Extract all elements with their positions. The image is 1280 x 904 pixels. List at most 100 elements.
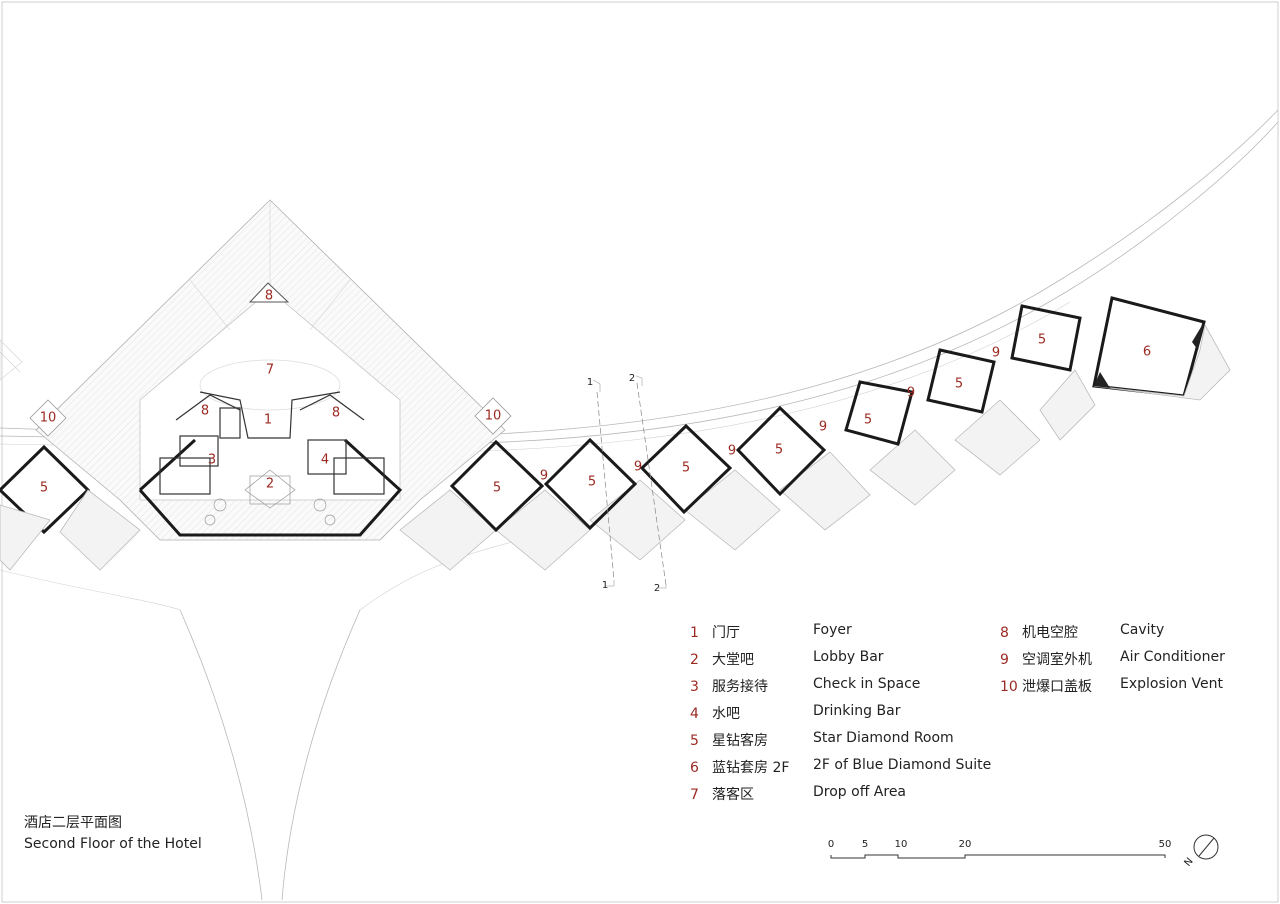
- label-room-5: 5: [864, 413, 872, 428]
- scale-tick-10: 10: [895, 839, 908, 850]
- legend-item: 4 水吧 Drinking Bar: [690, 703, 900, 723]
- legend-cn: 水吧: [712, 706, 740, 722]
- label-drop-off: 7: [266, 363, 274, 378]
- legend-num: 2: [690, 652, 699, 668]
- room-left: [0, 444, 91, 535]
- label-vent-right: 10: [485, 409, 502, 424]
- section-mark-b-bottom: 2: [654, 583, 660, 594]
- label-room-2: 5: [588, 475, 596, 490]
- vent-left: [29, 399, 67, 437]
- room-6: [926, 348, 996, 414]
- label-ac-5: 9: [907, 386, 915, 401]
- north-arrow-icon: N: [1182, 834, 1219, 869]
- label-lobby-bar: 2: [266, 477, 274, 492]
- legend-item: 6 蓝钻套房 2F 2F of Blue Diamond Suite: [690, 757, 991, 777]
- section-mark-a-bottom: 1: [602, 580, 608, 591]
- label-check-in: 3: [208, 453, 216, 468]
- section-line-a: [596, 391, 615, 581]
- label-ac-6: 9: [992, 346, 1000, 361]
- legend-item: 1 门厅 Foyer: [690, 622, 852, 642]
- legend-cn: 空调室外机: [1022, 652, 1092, 668]
- scale-tick-20: 20: [959, 839, 972, 850]
- legend-cn: 大堂吧: [712, 652, 754, 668]
- room-4: [735, 405, 827, 497]
- vent-right: [474, 397, 512, 435]
- legend-num: 7: [690, 787, 699, 803]
- legend-en: Drop off Area: [813, 784, 907, 800]
- label-foyer: 1: [264, 413, 272, 428]
- legend-num: 6: [690, 760, 699, 776]
- legend-en: Drinking Bar: [813, 703, 901, 719]
- legend-num: 4: [690, 706, 699, 722]
- scale-tick-0: 0: [828, 839, 834, 850]
- approach-road-curve-right: [359, 539, 521, 611]
- legend-item: 3 服务接待 Check in Space: [690, 676, 920, 696]
- legend-cn: 泄爆口盖板: [1022, 679, 1092, 695]
- label-ac-1: 9: [540, 469, 548, 484]
- room-3: [639, 423, 733, 515]
- label-cavity-right: 8: [332, 406, 340, 421]
- legend-cn: 服务接待: [712, 679, 768, 695]
- legend-cn: 门厅: [712, 625, 740, 641]
- label-room-7: 5: [1038, 333, 1046, 348]
- scale-tick-5: 5: [862, 839, 868, 850]
- room-row: [399, 296, 1231, 571]
- legend-item: 2 大堂吧 Lobby Bar: [690, 649, 884, 669]
- drawing-title-cn: 酒店二层平面图: [24, 815, 122, 831]
- room-5: [844, 380, 914, 446]
- legend-num: 5: [690, 733, 699, 749]
- legend-en: Explosion Vent: [1120, 676, 1224, 692]
- legend-en: Check in Space: [813, 676, 921, 692]
- drawing-title-en: Second Floor of the Hotel: [24, 836, 202, 852]
- legend-num: 1: [690, 625, 699, 641]
- scale-tick-50: 50: [1159, 839, 1172, 850]
- legend-en: Foyer: [813, 622, 852, 638]
- legend-item: 9 空调室外机 Air Conditioner: [1000, 649, 1225, 669]
- approach-road-right: [281, 609, 361, 901]
- room-2: [543, 437, 638, 531]
- label-cavity-left: 8: [201, 404, 209, 419]
- legend: 1 门厅 Foyer 2 大堂吧 Lobby Bar 3 服务接待 Check in …: [690, 622, 1250, 812]
- legend-cn: 星钻客房: [712, 733, 768, 749]
- legend-en: 2F of Blue Diamond Suite: [813, 757, 992, 773]
- label-vent-left: 10: [40, 411, 57, 426]
- legend-cn: 机电空腔: [1022, 625, 1078, 641]
- scale-bar: 0 5 10 20 50: [828, 839, 1172, 859]
- section-line-b: [636, 382, 667, 586]
- room-7: [1010, 304, 1082, 372]
- label-drinking-bar: 4: [321, 453, 329, 468]
- section-mark-b-top: 2: [629, 373, 635, 384]
- label-room-6: 5: [955, 377, 963, 392]
- label-ac-4: 9: [819, 420, 827, 435]
- legend-num: 10: [1000, 679, 1018, 695]
- label-ac-3: 9: [728, 444, 736, 459]
- approach-road-left: [179, 609, 263, 901]
- approach-road-curve-left: [0, 569, 181, 611]
- legend-cn: 落客区: [712, 787, 754, 803]
- label-room-1: 5: [493, 481, 501, 496]
- legend-en: Lobby Bar: [813, 649, 884, 665]
- legend-num: 3: [690, 679, 699, 695]
- label-cavity-top: 8: [265, 289, 273, 304]
- legend-en: Air Conditioner: [1120, 649, 1225, 665]
- legend-num: 9: [1000, 652, 1009, 668]
- label-ac-2: 9: [634, 460, 642, 475]
- lobby-bar-counter: [244, 469, 296, 509]
- road-edge-lower: [0, 301, 1071, 453]
- label-room-4: 5: [775, 443, 783, 458]
- label-room-3: 5: [682, 461, 690, 476]
- road-edge-inner: [0, 121, 1279, 445]
- room-1: [449, 439, 545, 533]
- legend-item: 7 落客区 Drop off Area: [690, 784, 906, 804]
- lobby-walls: [138, 438, 403, 537]
- section-mark-a-top: 1: [587, 377, 593, 388]
- label-room-left: 5: [40, 481, 48, 496]
- cavity-top: [248, 282, 290, 303]
- legend-cn: 蓝钻套房 2F: [712, 760, 790, 776]
- legend-num: 8: [1000, 625, 1009, 641]
